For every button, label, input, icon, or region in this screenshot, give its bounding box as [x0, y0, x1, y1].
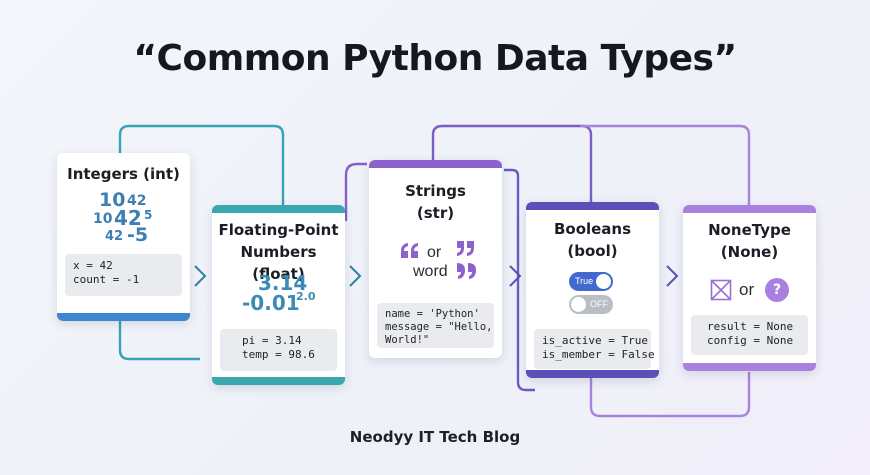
empty-box-icon: [710, 279, 732, 301]
footer-brand: Neodyy IT Tech Blog: [349, 428, 521, 446]
card-title: Integers (int): [67, 165, 180, 183]
card-strings: Strings (str) or word name = 'Python' me…: [369, 160, 502, 358]
arrow-bool-none: [666, 265, 679, 287]
code-snippet: result = None config = None: [691, 315, 808, 355]
card-title-line: NoneType: [708, 221, 791, 239]
close-quote-icon: [457, 241, 474, 256]
arrow-int-float: [194, 265, 207, 287]
code-line: temp = 98.6: [242, 348, 315, 361]
str-word-text: word: [413, 263, 448, 280]
int-number: -5: [127, 224, 149, 246]
code-line: is_active = True: [542, 334, 648, 347]
int-number: 5: [144, 208, 153, 222]
code-snippet: pi = 3.14 temp = 98.6: [220, 329, 337, 371]
card-title-line: (str): [416, 204, 455, 222]
code-line: message = "Hello,: [385, 321, 493, 333]
code-line: config = None: [707, 334, 794, 347]
code-line: count = -1: [73, 273, 140, 286]
toggle-label: True: [575, 276, 594, 286]
card-booleans: Booleans (bool) True OFF is_active = Tru…: [526, 202, 659, 378]
int-number: 42: [114, 206, 142, 230]
int-number: 10: [99, 189, 126, 211]
int-float-connector-top: [118, 124, 285, 210]
code-line: result = None: [707, 320, 794, 333]
code-line: x = 42: [73, 259, 113, 272]
card-title-line: Strings: [405, 182, 466, 200]
card-accent-bar: [212, 377, 345, 385]
card-title: Strings (str): [369, 180, 502, 224]
str-or-text: or: [427, 244, 442, 261]
code-line: World!": [385, 334, 430, 346]
toggle-knob: [571, 297, 586, 312]
arrow-float-str: [349, 265, 362, 287]
card-accent-bar: [526, 202, 659, 210]
card-title-line: Booleans: [553, 220, 632, 238]
page-title: “Common Python Data Types”: [133, 38, 737, 79]
int-float-connector-bottom: [118, 316, 200, 361]
true-toggle[interactable]: True: [569, 272, 613, 291]
card-title-line: Numbers (float): [240, 243, 317, 283]
toggle-knob: [596, 274, 611, 289]
card-accent-bar: [683, 363, 816, 371]
str-bool-connector-top: [431, 124, 593, 202]
card-accent-bar: [526, 370, 659, 378]
toggle-label: OFF: [590, 299, 608, 309]
code-line: name = 'Python': [385, 308, 480, 320]
code-snippet: x = 42 count = -1: [65, 254, 182, 296]
question-circle-icon: ?: [765, 278, 789, 302]
float-value: 3.14: [258, 271, 308, 295]
card-title: NoneType (None): [683, 219, 816, 263]
float-str-connector: [344, 162, 367, 221]
card-title: Floating-Point Numbers (float): [212, 219, 345, 285]
card-floats: Floating-Point Numbers (float) 3.14 -0.0…: [212, 205, 345, 385]
float-value: -0.01: [242, 291, 300, 315]
question-mark: ?: [772, 282, 782, 298]
bool-none-connector-top: [580, 124, 751, 210]
int-number: 42: [127, 193, 147, 209]
card-accent-bar: [369, 160, 502, 168]
card-title-line: (None): [720, 243, 779, 261]
code-snippet: is_active = True is_member = False: [534, 329, 655, 369]
close-quote-icon: [457, 263, 476, 279]
off-toggle[interactable]: OFF: [569, 295, 613, 314]
open-quote-icon: [401, 243, 418, 258]
arrow-str-bool: [509, 265, 522, 287]
code-line: pi = 3.14: [242, 334, 302, 347]
card-accent-bar: [57, 313, 190, 321]
card-nonetype: NoneType (None) or ? result = None confi…: [683, 205, 816, 371]
code-line: is_member = False: [542, 348, 655, 361]
code-snippet: name = 'Python' message = "Hello, World!…: [377, 303, 494, 348]
card-accent-bar: [212, 205, 345, 213]
bool-none-connector-bottom: [589, 370, 751, 418]
card-accent-bar: [683, 205, 816, 213]
card-title: Booleans (bool): [526, 218, 659, 262]
card-integers: Integers (int) 10 42 10 42 5 42 -5 x = 4…: [57, 153, 190, 321]
float-exponent: 2.0: [296, 290, 316, 303]
int-number: 10: [93, 211, 113, 227]
card-title-line: (bool): [567, 242, 618, 260]
int-number: 42: [105, 229, 124, 244]
card-title-line: Floating-Point: [218, 221, 339, 239]
none-or-text: or: [739, 280, 755, 299]
